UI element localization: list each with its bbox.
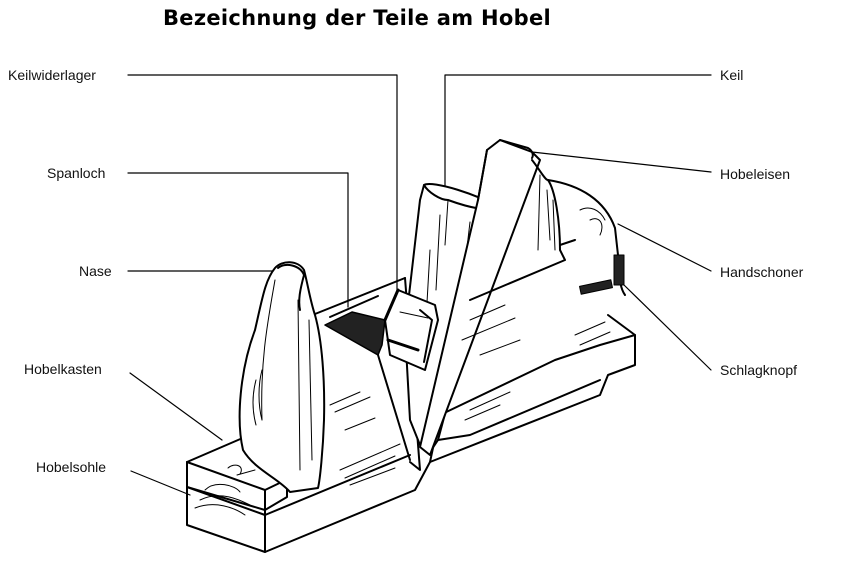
hobeleisen-blade: [419, 139, 541, 456]
label-keilwiderlager: Keilwiderlager: [8, 67, 96, 83]
label-handschoner: Handschoner: [720, 264, 804, 280]
leader-lines: [127, 74, 712, 496]
leader-hobeleisen: [531, 151, 712, 173]
wood-grain: [194, 207, 611, 516]
leader-keil: [444, 74, 712, 187]
leader-handschoner: [617, 223, 712, 272]
label-hobeleisen: Hobeleisen: [720, 166, 791, 182]
leader-keilwiderlager: [127, 74, 398, 319]
keilwiderlager-block: [383, 288, 439, 371]
label-nase: Nase: [79, 263, 112, 279]
label-hobelsohle: Hobelsohle: [36, 459, 107, 475]
label-hobelkasten: Hobelkasten: [24, 361, 102, 377]
rear-body: [437, 159, 601, 441]
diagram-title: Bezeichnung der Teile am Hobel: [163, 6, 552, 30]
leader-hobelsohle: [130, 470, 191, 496]
nase-horn: [238, 261, 326, 493]
label-schlagknopf: Schlagknopf: [720, 362, 798, 378]
label-keil: Keil: [720, 67, 744, 83]
label-spanloch: Spanloch: [47, 165, 106, 181]
leader-schlagknopf: [623, 284, 712, 371]
leader-spanloch: [127, 172, 349, 308]
spanloch-shading: [324, 311, 386, 356]
schlagknopf-and-handschoner: [579, 254, 625, 295]
leader-hobelkasten: [129, 372, 223, 441]
